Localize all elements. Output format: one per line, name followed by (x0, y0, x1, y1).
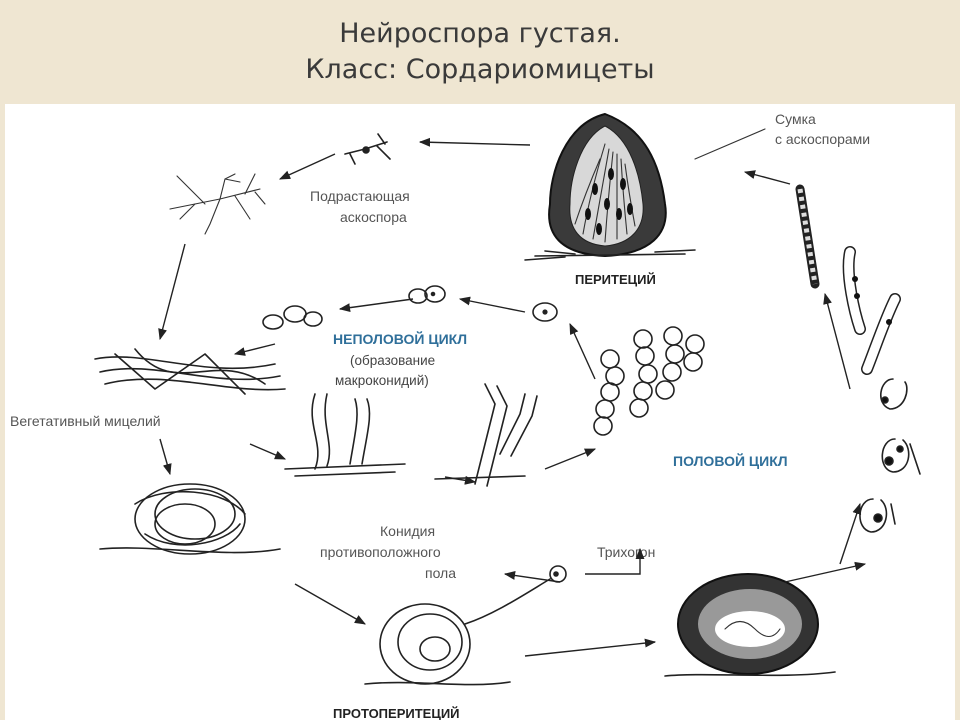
perithecium-label: ПЕРИТЕЦИЙ (575, 272, 656, 287)
growing-ascospore-drawing (344, 133, 391, 165)
ascus-pointer-line (694, 128, 766, 160)
macroconidia-chains (593, 326, 705, 436)
hyphal-knot-drawing (99, 483, 281, 555)
ascus-label-line1: Сумка (775, 111, 816, 127)
life-cycle-diagram: ПЕРИТЕЦИЙ Сумка с аскоспорами Подрастающ… (5, 104, 955, 720)
vegetative-mycelium-label: Вегетативный мицелий (10, 413, 161, 429)
slide-subtitle: Класс: Сордариомицеты (305, 54, 655, 85)
trichogyne-label: Трихогон (597, 544, 655, 560)
slide-title: Нейроспора густая. (339, 18, 621, 49)
diagram-canvas: ПЕРИТЕЦИЙ Сумка с аскоспорами Подрастающ… (10, 111, 921, 720)
conidium-label-line1: Конидия (380, 523, 435, 539)
conidia-drawing (262, 285, 558, 330)
conidium-label-line3: пола (425, 565, 456, 581)
germinating-spores (859, 378, 921, 533)
protoperithecium-drawing (364, 565, 567, 686)
protoperithecium-label: ПРОТОПЕРИТЕЦИЙ (333, 706, 460, 720)
growing-ascospore-label-line2: аскоспора (340, 209, 407, 225)
developing-perithecium-drawing (664, 573, 836, 677)
vegetative-mycelium-drawing (94, 348, 286, 395)
conidium-label-line2: противоположного (320, 544, 441, 560)
ascus-label-line2: с аскоспорами (775, 131, 870, 147)
title-bar: Нейроспора густая. Класс: Сордариомицеты (0, 0, 960, 104)
asexual-cycle-sub-line2: макроконидий) (335, 373, 429, 388)
conidiophores-drawing (284, 383, 538, 487)
sexual-cycle-label: ПОЛОВОЙ ЦИКЛ (673, 452, 788, 469)
asexual-cycle-label: НЕПОЛОВОЙ ЦИКЛ (333, 330, 467, 347)
branching-hypha-drawing (169, 173, 266, 235)
ascus-chain (795, 184, 901, 375)
growing-ascospore-label-line1: Подрастающая (310, 188, 410, 204)
perithecium-drawing (524, 112, 696, 261)
cycle-arrows (158, 137, 867, 657)
asexual-cycle-sub-line1: (образование (350, 353, 435, 368)
